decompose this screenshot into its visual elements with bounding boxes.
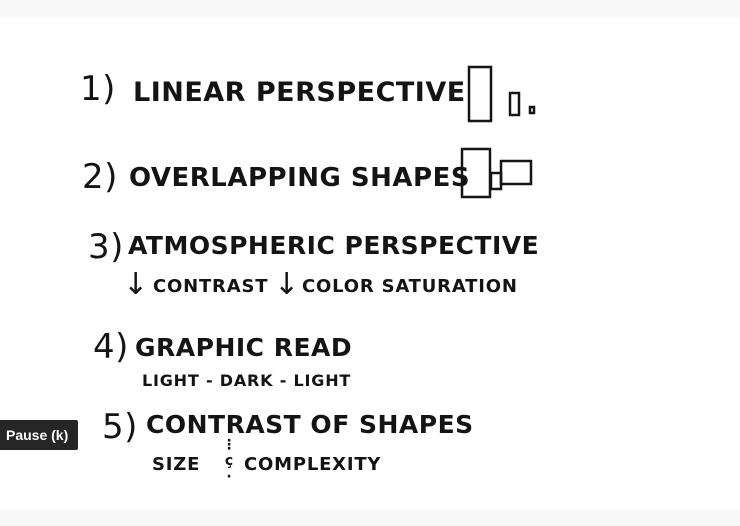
item-3-sub-contrast: CONTRAST	[153, 276, 269, 297]
down-arrow-icon: ↓	[274, 267, 300, 302]
item-4-sub: LIGHT - DARK - LIGHT	[142, 371, 352, 390]
item-4-number: 4)	[93, 327, 129, 367]
item-3-label: ATMOSPHERIC PERSPECTIVE	[128, 231, 540, 260]
video-player[interactable]: 1) LINEAR PERSPECTIVE 2) OVERLAPPING SHA…	[0, 17, 740, 510]
item-4-label: GRAPHIC READ	[135, 333, 353, 362]
item-3-sub-saturation: COLOR SATURATION	[302, 276, 518, 297]
item-3-number: 3)	[88, 227, 124, 267]
item-1-number: 1)	[80, 69, 116, 109]
overlapping-shapes-sketch	[460, 147, 533, 199]
item-5-sub-size: SIZE	[152, 454, 201, 475]
page-background-strip	[0, 510, 740, 526]
item-5-sub-complexity: COMPLEXITY	[244, 454, 382, 475]
linear-perspective-sketch	[467, 65, 536, 123]
item-2-number: 2)	[82, 157, 118, 197]
down-arrow-icon: ↓	[123, 267, 149, 302]
item-5-label: CONTRAST OF SHAPES	[146, 410, 474, 439]
item-2-label: OVERLAPPING SHAPES	[129, 163, 471, 193]
pause-tooltip: Pause (k)	[0, 420, 79, 450]
item-1-label: LINEAR PERSPECTIVE	[133, 77, 466, 108]
ampersand-c-mark: ⋮ç·	[222, 437, 237, 485]
item-5-number: 5)	[102, 407, 138, 447]
